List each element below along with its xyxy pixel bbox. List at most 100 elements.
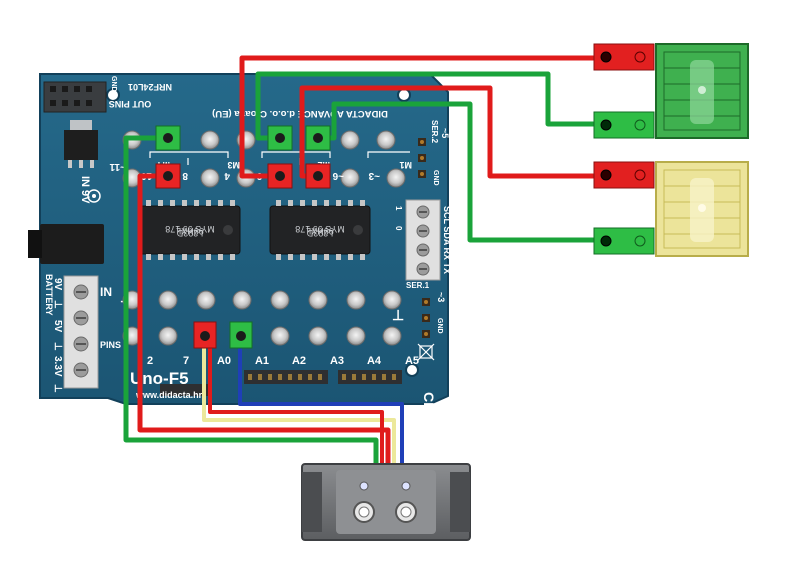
svg-text:CE: CE <box>421 392 437 411</box>
chip-marking: L293D <box>306 228 333 238</box>
pin-pad <box>270 290 290 310</box>
pin-pad <box>376 130 396 150</box>
nrf-label: NRF24L01 <box>128 82 172 92</box>
green-led-module <box>593 43 749 139</box>
chip-marking: 99HXL <box>306 226 334 236</box>
gnd-top-label: GND <box>110 76 117 92</box>
pin-pad <box>386 168 406 188</box>
pin-number-6: ~6 <box>332 170 344 181</box>
green-wire-m3 <box>255 71 606 141</box>
yellow-wire-a0 <box>202 336 396 468</box>
polarity-icon <box>87 189 101 203</box>
ser2-number: ~5 <box>440 128 450 138</box>
in-pin-a2: A2 <box>292 355 306 367</box>
ground-symbol: ⊥ <box>52 384 63 393</box>
dc-jack <box>40 224 104 264</box>
green-wire-m2 <box>318 101 606 243</box>
pin-pad <box>200 168 220 188</box>
pin-number-8: 8 <box>182 170 188 181</box>
red-wire-a0 <box>208 338 384 468</box>
mount-hole <box>405 363 419 377</box>
rail-9v: 9V <box>52 278 63 291</box>
pin-pad <box>196 290 216 310</box>
in-pin-a0: A0 <box>217 355 231 367</box>
rail-33v: 3.3V <box>52 356 63 377</box>
pins-label-bottom: PINS <box>100 340 121 350</box>
header-strip <box>338 370 402 384</box>
pins-label-top: OUT PINS <box>109 99 152 109</box>
pin-number-4: 4 <box>224 170 230 181</box>
rail-5v: 5V <box>52 320 63 333</box>
in-pin-2: 2 <box>147 355 153 367</box>
pin-pad <box>382 326 402 346</box>
chip-marking: 99HXL <box>176 226 204 236</box>
red-wire-d10 <box>137 173 391 468</box>
motor-driver-chip-right: L293D 99HXL MYS 99 178 <box>269 200 371 260</box>
yellow-led-module <box>593 161 749 257</box>
ser1-number: ~3 <box>436 292 446 302</box>
sensor-pin <box>359 481 369 491</box>
ground-symbol: ⊥ <box>52 300 63 309</box>
motor-driver-chip-left: L293D 99HXL MYS 99 178 <box>139 200 241 260</box>
battery-label: BATTERY <box>44 274 54 316</box>
gnd-ser1: GND <box>436 318 443 334</box>
red-wire-m2 <box>299 85 606 179</box>
motor-label-m3: M3 <box>227 160 240 170</box>
red-wire-m3 <box>239 55 606 179</box>
pin-pad <box>270 326 290 346</box>
ground-symbol: ⊥ <box>52 342 63 351</box>
board-name: Uno-F5 <box>130 369 189 388</box>
pin-pad <box>158 326 178 346</box>
in-pin-a1: A1 <box>255 355 269 367</box>
green-wire-d11 <box>123 135 379 468</box>
ultrasonic-sensor-module <box>301 463 471 541</box>
blue-wire-a1 <box>238 336 404 468</box>
pin-pad <box>232 290 252 310</box>
pin-pad <box>346 326 366 346</box>
pin-pad <box>308 290 328 310</box>
header-strip <box>244 370 328 384</box>
in-pin-a3: A3 <box>330 355 344 367</box>
pin-pad <box>340 168 360 188</box>
ser1-label: SER.1 <box>406 281 430 290</box>
ce-mark-icon: CE <box>421 392 437 411</box>
chip-marking: MYS 99 178 <box>165 224 215 234</box>
input-pins-top-row <box>122 290 402 310</box>
pin-pad <box>340 130 360 150</box>
red-connector <box>305 163 331 189</box>
in-label: IN <box>100 285 112 299</box>
in-pin-a4: A4 <box>367 355 382 367</box>
chip-marking: MYS 99 178 <box>295 224 345 234</box>
header-digit-1: 1 <box>394 206 403 211</box>
pin-pad <box>382 290 402 310</box>
pin-number-3: ~3 <box>368 170 380 181</box>
regulator <box>64 130 98 160</box>
serial-header-labels: SCL SDA RX TX <box>442 206 452 274</box>
gnd-ser2: GND <box>432 170 439 186</box>
sensor-pin <box>401 481 411 491</box>
ser2-label: SER.2 <box>430 120 439 144</box>
pin-pad <box>158 290 178 310</box>
pin-pad <box>308 326 328 346</box>
module-green-terminal <box>593 227 655 255</box>
weee-bin-icon <box>417 343 435 361</box>
regulator-tab <box>70 120 92 130</box>
pin-pad <box>200 130 220 150</box>
in-pin-a5: A5 <box>405 355 419 367</box>
connector-blocks <box>155 125 331 349</box>
in-arrow-right: ⊥ <box>392 307 404 323</box>
chip-marking: L293D <box>176 228 203 238</box>
mount-hole <box>106 88 120 102</box>
motor-label-m1: M1 <box>399 160 412 170</box>
in-pin-7: 7 <box>183 355 189 367</box>
board-url: www.didacta.hr <box>135 390 203 400</box>
mount-hole <box>397 88 411 102</box>
header-strip <box>160 384 212 396</box>
wires <box>123 55 606 468</box>
pin-pad <box>346 290 366 310</box>
green-connector <box>267 125 293 151</box>
header-digit-0: 0 <box>394 226 403 231</box>
pin-number-11: ~11 <box>109 161 126 172</box>
